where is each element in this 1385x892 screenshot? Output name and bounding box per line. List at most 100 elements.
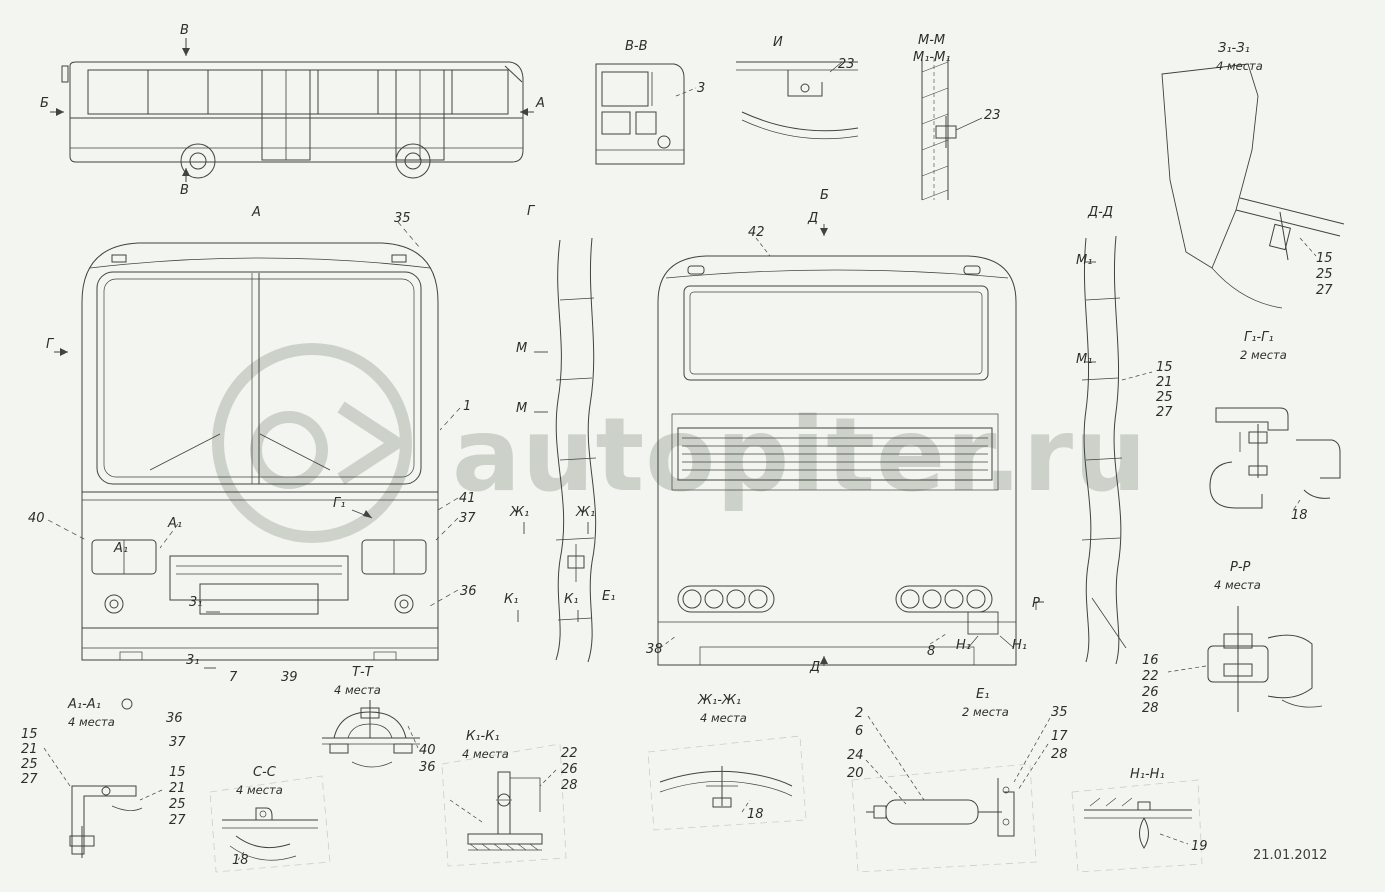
section-mark-r: Р — [1032, 596, 1040, 611]
part-ref-39: 39 — [281, 670, 298, 685]
view-title-a: А — [252, 205, 261, 220]
part-ref-24: 24 — [847, 748, 864, 763]
bus-rear-view — [657, 224, 1044, 666]
section-z1-z1-art — [1161, 63, 1345, 309]
watermark-text: autopiter.ru — [452, 396, 1148, 515]
part-ref-21b: 21 — [1156, 375, 1173, 390]
part-ref-21c: 21 — [21, 742, 38, 757]
view-title-r-r: Р-Р — [1230, 560, 1251, 575]
part-ref-38: 38 — [646, 642, 663, 657]
part-ref-1: 1 — [463, 399, 472, 414]
part-ref-20: 20 — [847, 766, 864, 781]
part-ref-23: 23 — [838, 57, 855, 72]
section-mark-v-top: В — [180, 23, 189, 38]
section-mark-d-top: Д — [808, 211, 819, 226]
part-ref-37b: 37 — [169, 735, 186, 750]
section-mark-m1-b: М₁ — [1076, 352, 1093, 367]
part-ref-28b: 28 — [1051, 747, 1068, 762]
part-ref-16: 16 — [1142, 653, 1159, 668]
section-mark-b-left: Б — [40, 96, 49, 111]
part-ref-40: 40 — [28, 511, 45, 526]
section-mark-zh1-a: Ж₁ — [510, 505, 530, 520]
view-i-art — [736, 61, 859, 140]
detail-a1-a1-art — [43, 698, 163, 858]
section-mark-g-left: Г — [46, 337, 54, 352]
view-title-z1-z1: З₁-З₁ — [1218, 41, 1250, 56]
section-mark-a-right: А — [536, 96, 545, 111]
part-ref-22a: 22 — [1142, 669, 1159, 684]
section-mark-a1b: А₁ — [114, 541, 129, 556]
part-ref-25c: 25 — [21, 757, 38, 772]
section-mark-b-rear: Б — [820, 188, 829, 203]
section-mark-g1: Г₁ — [333, 496, 346, 511]
detail-s-s-art — [222, 807, 318, 861]
part-ref-15b: 15 — [1156, 360, 1173, 375]
view-title-m1-m1: М₁-М₁ — [913, 50, 951, 65]
section-v-v-art — [595, 63, 697, 165]
part-ref-22b: 22 — [561, 746, 578, 761]
part-ref-28a: 28 — [1142, 701, 1159, 716]
part-ref-25b: 25 — [1156, 390, 1173, 405]
view-title-d-d: Д-Д — [1088, 205, 1114, 220]
part-ref-41: 41 — [459, 491, 476, 506]
section-mark-a1a: А₁ — [168, 516, 183, 531]
section-mark-d-bottom: Д — [810, 660, 821, 675]
detail-g1-g1-art — [1209, 407, 1341, 513]
section-mark-v-bottom: В — [180, 183, 189, 198]
seats-note-a1: 4 места — [68, 715, 115, 729]
part-ref-18a: 18 — [1291, 508, 1308, 523]
section-mark-h1-b: Н₁ — [1012, 638, 1027, 653]
section-mark-e1: Е₁ — [602, 589, 616, 604]
part-ref-27d: 27 — [169, 813, 186, 828]
section-mark-m-a: М — [516, 341, 528, 356]
view-title-m-m: М-М — [918, 33, 946, 48]
part-ref-36b: 36 — [166, 711, 183, 726]
section-mark-k1-b: К₁ — [564, 592, 579, 607]
view-title-k1-k1: К₁-К₁ — [466, 729, 500, 744]
detail-e1-art — [865, 715, 1051, 837]
section-mark-zh1-b: Ж₁ — [576, 505, 596, 520]
view-title-g1-g1: Г₁-Г₁ — [1244, 330, 1274, 345]
seats-note-zh1: 4 места — [700, 711, 747, 725]
detail-k1-k1-art — [449, 769, 557, 851]
detail-r-r-art — [1167, 606, 1323, 712]
section-mark-z1b: 3₁ — [186, 653, 200, 668]
section-mark-h1-a: Н₁ — [956, 638, 971, 653]
section-d-d-profile-art — [1081, 235, 1153, 665]
part-ref-36: 36 — [460, 584, 477, 599]
view-title-zh1-zh1: Ж₁-Ж₁ — [698, 693, 742, 708]
seats-note-s: 4 места — [236, 783, 283, 797]
part-ref-6: 6 — [855, 724, 864, 739]
detail-t-t-art — [322, 700, 420, 768]
section-g-profile-art — [517, 237, 597, 663]
part-ref-40b: 40 — [419, 743, 436, 758]
part-ref-18b: 18 — [232, 853, 249, 868]
seats-note-k1: 4 места — [462, 747, 509, 761]
part-ref-35: 35 — [394, 211, 411, 226]
view-title-t-t: Т-Т — [352, 665, 373, 680]
view-title-s-s: С-С — [253, 765, 276, 780]
seats-note-r: 4 места — [1214, 578, 1261, 592]
part-ref-37: 37 — [459, 511, 476, 526]
part-ref-36c: 36 — [419, 760, 436, 775]
seats-note-g1: 2 места — [1240, 348, 1287, 362]
part-ref-35b: 35 — [1051, 705, 1068, 720]
part-ref-25d: 25 — [169, 797, 186, 812]
seats-note-z1: 4 места — [1216, 59, 1263, 73]
part-ref-17: 17 — [1051, 729, 1068, 744]
view-title-h1-h1: Н₁-Н₁ — [1130, 767, 1165, 782]
bus-front-view — [47, 221, 461, 669]
watermark-logo: autopiter.ru — [212, 343, 1148, 543]
part-ref-27b: 27 — [1156, 405, 1173, 420]
part-ref-27c: 27 — [21, 772, 38, 787]
view-title-g: Г — [527, 204, 535, 219]
detail-zh1-zh1-art — [659, 766, 793, 813]
part-ref-19: 19 — [1191, 839, 1208, 854]
view-title-e1: Е₁ — [976, 687, 990, 702]
date-label: 21.01.2012 — [1253, 848, 1328, 863]
seats-note-t: 4 места — [334, 683, 381, 697]
part-ref-28c: 28 — [561, 778, 578, 793]
